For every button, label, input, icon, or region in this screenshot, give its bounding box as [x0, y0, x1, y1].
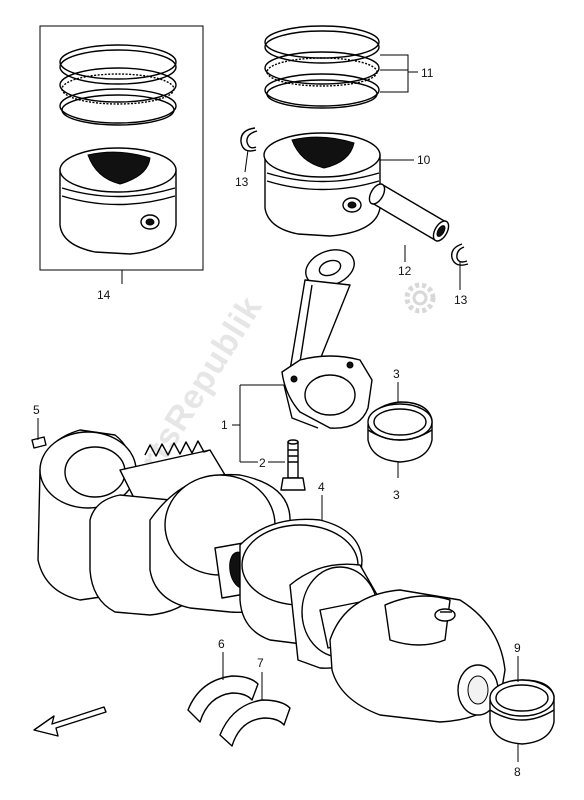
conrod-bolt — [280, 439, 306, 491]
label-9: 9 — [514, 641, 521, 655]
thrust-washer-6 — [187, 675, 259, 723]
piston-assembly-kit — [39, 25, 204, 271]
label-14: 14 — [97, 288, 111, 302]
label-12: 12 — [398, 264, 412, 278]
crankshaft — [37, 429, 506, 723]
label-3-bottom: 3 — [393, 488, 400, 502]
piston — [263, 132, 381, 237]
piston-rings — [264, 25, 380, 109]
piston-pin — [368, 183, 450, 242]
woodruff-key — [31, 436, 47, 449]
label-10: 10 — [417, 153, 431, 167]
label-13-right: 13 — [454, 293, 468, 307]
main-bearing — [489, 679, 555, 745]
connecting-rod — [281, 249, 373, 429]
label-7: 7 — [257, 656, 264, 670]
label-8: 8 — [514, 765, 521, 779]
arrow-front-icon — [33, 706, 107, 737]
leader-lines — [37, 54, 519, 762]
label-2: 2 — [259, 456, 266, 470]
label-1: 1 — [221, 418, 228, 432]
label-13-left: 13 — [235, 175, 249, 189]
circlip-left — [240, 127, 258, 152]
conrod-bearing — [367, 401, 433, 463]
label-11: 11 — [421, 66, 434, 80]
gear-icon — [404, 282, 436, 314]
label-4: 4 — [318, 480, 325, 494]
thrust-washer-7 — [219, 699, 291, 747]
circlip-right — [451, 243, 469, 266]
label-3-top: 3 — [393, 367, 400, 381]
part-labels: 14 11 10 13 12 13 1 2 3 3 5 4 6 7 9 8 — [33, 66, 521, 779]
label-6: 6 — [218, 637, 225, 651]
label-5: 5 — [33, 403, 40, 417]
